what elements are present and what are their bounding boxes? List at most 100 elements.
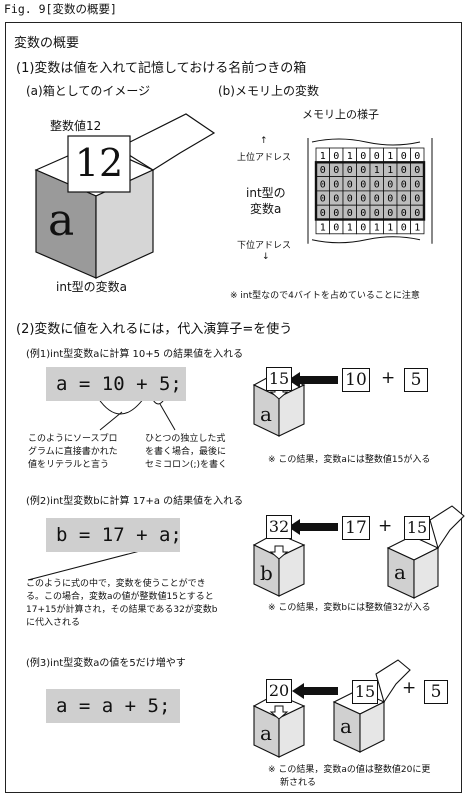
ex2-code: b = 17 + a; <box>46 518 182 552</box>
ex1-note-left-line: グラムに直接書かれた <box>28 447 118 457</box>
ex2-arrow <box>288 519 338 535</box>
memory-bit: 0 <box>401 151 407 162</box>
memory-bit: 0 <box>347 208 353 219</box>
ex1-note-right: ひとつの独立した式 を書く場合，最後に セミコロン(;)を書く <box>145 433 227 472</box>
section1b-heading: (b)メモリ上の変数 <box>218 84 319 98</box>
memory-bit: 1 <box>387 165 393 176</box>
figure-title: 変数の概要 <box>14 36 80 51</box>
ex1-result-note: ※ この結果，変数aには整数値15が入る <box>268 455 431 465</box>
memory-bit: 0 <box>387 179 393 190</box>
memory-title: メモリ上の様子 <box>302 108 379 121</box>
section1-heading: (1)変数は値を入れて記憶しておける名前つきの箱 <box>16 61 307 76</box>
ex1-operand2: 5 <box>404 368 428 392</box>
memory-bit: 0 <box>360 222 366 233</box>
memory-bit: 0 <box>360 165 366 176</box>
memory-bit: 0 <box>360 179 366 190</box>
ex1-note-left-line: このようにソースプロ <box>28 434 118 444</box>
memory-bit: 1 <box>414 222 420 233</box>
ex3-plus: + <box>402 678 417 698</box>
memory-variable-frame <box>314 161 426 221</box>
section1a-heading: (a)箱としてのイメージ <box>26 84 151 98</box>
ex3-box-value: 20 <box>266 679 292 703</box>
memory-bit: 0 <box>333 208 339 219</box>
memory-bit: 0 <box>414 165 420 176</box>
ex3-operand1-value: 15 <box>352 680 378 704</box>
ex2-source-box <box>386 505 465 599</box>
ex3-operand1-letter: a <box>340 714 352 738</box>
ex2-note-line: る。この場合，変数aの値が整数値15とすると <box>26 592 214 602</box>
figure-frame <box>5 22 462 793</box>
memory-bit: 0 <box>333 165 339 176</box>
ex2-note: このように式の中で，変数を使うことができ る。この場合，変数aの値が整数値15と… <box>26 578 218 630</box>
ex2-note-line: このように式の中で，変数を使うことができ <box>26 579 206 589</box>
memory-bit: 0 <box>414 208 420 219</box>
memory-bit: 0 <box>333 179 339 190</box>
ex2-operand2-letter: a <box>394 560 406 584</box>
memory-bit: 0 <box>387 208 393 219</box>
ex3-result-note-line: 新される <box>280 778 317 788</box>
memory-bit: 0 <box>401 208 407 219</box>
ex2-result-note: ※ この結果，変数bには整数値32が入る <box>268 603 431 613</box>
ex3-result-note: ※ この結果，変数aの値は整数値20に更 新される <box>268 764 430 790</box>
memory-bit: 0 <box>347 179 353 190</box>
var-label-line2: 変数a <box>250 202 282 216</box>
memory-bit: 0 <box>401 165 407 176</box>
ex2-plus: + <box>378 516 393 536</box>
ex1-heading: (例1)int型変数aに計算 10+5 の結果値を入れる <box>26 349 244 360</box>
upper-address: 上位アドレス <box>237 153 292 163</box>
ex2-operand1: 17 <box>342 516 370 540</box>
memory-wave-bottom <box>311 236 421 244</box>
memory-bit: 0 <box>320 165 326 176</box>
memory-bit: 0 <box>401 222 407 233</box>
big-box-caption: int型の変数a <box>56 280 127 294</box>
ex1-note-right-line: を書く場合，最後に <box>145 447 227 457</box>
memory-bit: 0 <box>333 151 339 162</box>
ex2-box-letter: b <box>260 561 273 585</box>
lower-address: 下位アドレス <box>237 241 292 251</box>
ex3-box-letter: a <box>260 721 272 745</box>
memory-bit: 0 <box>401 194 407 205</box>
memory-bit: 0 <box>333 194 339 205</box>
memory-bit: 1 <box>347 151 353 162</box>
memory-bit: 0 <box>347 165 353 176</box>
memory-bit: 1 <box>387 151 393 162</box>
ex1-note-left-line: 値をリテラルと言う <box>28 460 110 470</box>
ex2-box-value: 32 <box>266 515 292 539</box>
ex1-annotation-lines <box>27 397 176 581</box>
lower-arrow: ↓ <box>262 252 270 262</box>
figure-label: Fig. 9[変数の概要] <box>4 2 117 16</box>
ex1-note-right-line: ひとつの独立した式 <box>145 434 226 444</box>
memory-bit: 1 <box>374 222 380 233</box>
memory-bit: 0 <box>360 194 366 205</box>
memory-bit: 0 <box>347 194 353 205</box>
ex2-heading: (例2)int型変数bに計算 17+a の結果値を入れる <box>26 496 244 507</box>
memory-bit: 0 <box>320 194 326 205</box>
ex1-box-letter: a <box>260 402 272 426</box>
memory-bit: 0 <box>360 208 366 219</box>
memory-bit: 0 <box>374 194 380 205</box>
ex2-target-box <box>252 532 306 597</box>
ex3-source-box <box>332 659 411 753</box>
memory-note: ※ int型なので4バイトを占めていることに注意 <box>230 291 420 301</box>
ex3-result-note-line: ※ この結果，変数aの値は整数値20に更 <box>268 765 431 775</box>
big-box <box>34 113 216 279</box>
ex2-note-line: 17+15が計算され，その結果である32が変数b <box>26 605 218 615</box>
memory-bit: 1 <box>320 151 326 162</box>
memory-bit: 1 <box>320 222 326 233</box>
ex1-note-right-line: セミコロン(;)を書く <box>145 460 228 470</box>
memory-bit: 1 <box>374 165 380 176</box>
memory-bit: 0 <box>414 179 420 190</box>
ex2-operand2-value: 15 <box>404 516 430 540</box>
ex3-code: a = a + 5; <box>46 689 180 723</box>
memory-bit: 1 <box>387 222 393 233</box>
var-label-line1: int型の <box>246 186 286 200</box>
memory-bit: 0 <box>333 222 339 233</box>
memory-bit: 0 <box>360 151 366 162</box>
memory-bit: 0 <box>320 179 326 190</box>
ex2-note-line: に代入される <box>26 618 81 628</box>
ex1-code: a = 10 + 5; <box>46 367 186 401</box>
memory-bit: 1 <box>347 222 353 233</box>
big-box-letter: a <box>48 195 75 246</box>
